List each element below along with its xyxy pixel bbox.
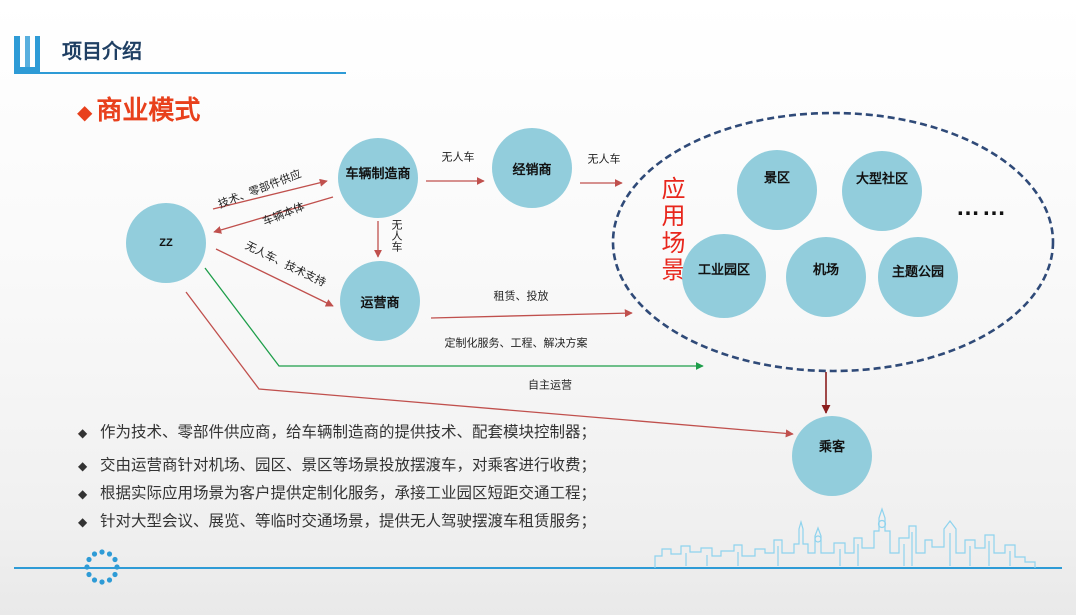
section-title-text: 商业模式 <box>96 95 201 125</box>
arrow-zz-to-passenger <box>185 291 794 438</box>
scenario-node: 主题公园 <box>878 237 958 317</box>
node-dealer: 经销商 <box>492 128 572 208</box>
edge-label-operator-to-scenarios: 租赁、投放 <box>493 290 549 303</box>
diamond-bullet-icon: ◆ <box>77 102 93 124</box>
node-zz: ZZ <box>126 203 206 283</box>
node-operator-label: 运营商 <box>360 294 400 310</box>
edge-label-zz-to-scenarios: 定制化服务、工程、解决方案 <box>444 337 588 350</box>
footer-rule <box>14 567 1062 569</box>
edge-label-manufacturer-to-zz: 车辆本体 <box>261 200 307 229</box>
logo-dot <box>106 577 113 583</box>
scenario-node: 大型社区 <box>842 151 922 231</box>
scenario-node: 工业园区 <box>682 234 766 318</box>
logo-dot <box>91 577 98 583</box>
page-title: 项目介绍 <box>62 41 142 63</box>
scenario-more-ellipsis: …… <box>956 194 1008 221</box>
bullet-text: 交由运营商针对机场、园区、景区等场景投放摆渡车，对乘客进行收费； <box>100 457 597 474</box>
logo-dot <box>99 579 105 585</box>
diamond-bullet-icon: ◆ <box>78 426 88 440</box>
logo-dot <box>86 556 92 563</box>
section-title: ◆商业模式 <box>77 94 200 126</box>
skyline-tower-sphere <box>877 519 887 529</box>
edge-label-manufacturer-to-dealer: 无人车 <box>441 151 475 164</box>
bullet-item: ◆ 针对大型会议、展览、等临时交通场景，提供无人驾驶摆渡车租赁服务； <box>78 512 596 532</box>
skyline-tower-sphere <box>814 535 822 543</box>
node-passenger-label: 乘客 <box>818 438 845 454</box>
logo-dot <box>112 556 118 563</box>
scenario-node-label: 大型社区 <box>855 170 908 186</box>
header-underline <box>14 72 346 74</box>
arrow-operator-to-scenarios <box>430 309 633 319</box>
header-bracket-inner-bar <box>25 36 30 73</box>
logo-dot <box>86 571 92 578</box>
city-skyline-graphic <box>654 507 1036 568</box>
node-zz-label: ZZ <box>159 237 173 249</box>
bullet-text: 作为技术、零部件供应商，给车辆制造商的提供技术、配套模块控制器； <box>100 424 597 441</box>
bullet-item: ◆ 作为技术、零部件供应商，给车辆制造商的提供技术、配套模块控制器； <box>78 423 596 443</box>
scenario-node: 景区 <box>737 150 817 230</box>
scenario-node-label: 机场 <box>812 261 839 277</box>
header-bracket-left-bar <box>14 36 20 73</box>
logo-dot <box>99 549 105 555</box>
scenario-node-label: 主题公园 <box>891 263 944 279</box>
scenario-node-label: 工业园区 <box>697 261 750 277</box>
node-operator: 运营商 <box>340 261 420 341</box>
diamond-bullet-icon: ◆ <box>78 515 88 529</box>
edge-label-zz-to-operator: 无人车、技术支持 <box>243 239 328 290</box>
node-dealer-label: 经销商 <box>512 161 552 177</box>
edge-label-dealer-to-scenarios: 无人车 <box>587 153 621 166</box>
header-bracket-bottom-bar <box>14 67 40 73</box>
header-bracket-icon <box>14 36 42 73</box>
node-manufacturer-label: 车辆制造商 <box>345 165 411 181</box>
diamond-bullet-icon: ◆ <box>78 487 88 501</box>
scenario-group-label: 应用场景 <box>657 176 684 284</box>
edge-label-zz-to-passenger: 自主运营 <box>528 379 572 392</box>
bullet-text: 根据实际应用场景为客户提供定制化服务，承接工业园区短距交通工程； <box>100 485 597 502</box>
edge-label-manufacturer-to-operator: 无人车 <box>390 219 402 252</box>
bullet-item: ◆ 根据实际应用场景为客户提供定制化服务，承接工业园区短距交通工程； <box>78 484 596 504</box>
arrow-zz-to-scenarios <box>204 267 704 370</box>
skyline-window-lines <box>685 532 1011 566</box>
node-manufacturer: 车辆制造商 <box>338 138 418 218</box>
skyline-outline <box>654 507 1036 568</box>
bullet-item: ◆ 交由运营商针对机场、园区、景区等场景投放摆渡车，对乘客进行收费； <box>78 456 596 476</box>
scenario-node: 机场 <box>786 237 866 317</box>
bullet-text: 针对大型会议、展览、等临时交通场景，提供无人驾驶摆渡车租赁服务； <box>100 513 597 530</box>
scenario-node-label: 景区 <box>763 169 790 185</box>
header-bracket-right-bar <box>35 36 40 73</box>
logo-dot <box>112 571 118 578</box>
node-passenger: 乘客 <box>792 416 872 496</box>
diamond-bullet-icon: ◆ <box>78 459 88 473</box>
logo-dot <box>91 551 98 557</box>
logo-dot <box>106 551 113 557</box>
